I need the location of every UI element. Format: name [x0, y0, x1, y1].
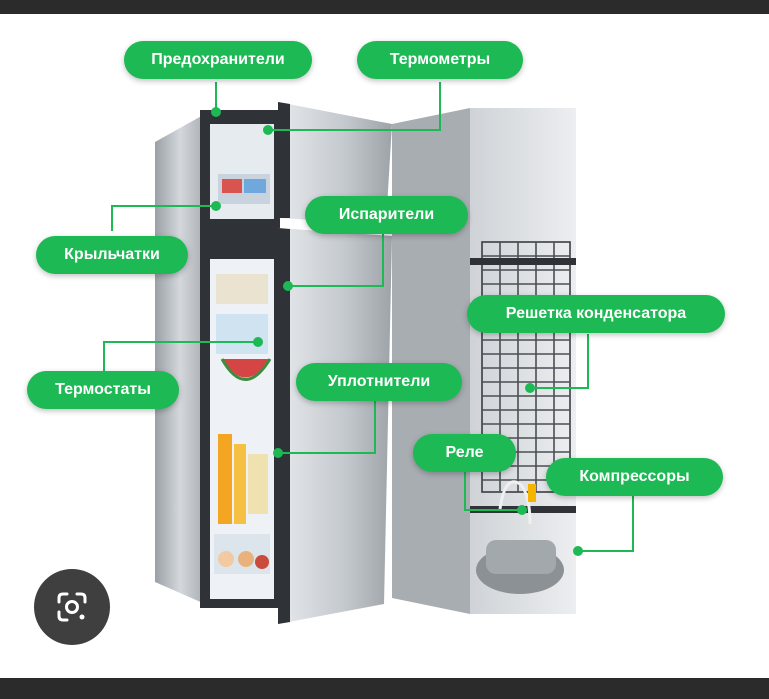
label-relay: Реле — [413, 434, 516, 472]
google-lens-button[interactable] — [34, 569, 110, 645]
label-thermostats: Термостаты — [27, 371, 179, 409]
label-fuses: Предохранители — [124, 41, 312, 79]
label-seals: Уплотнители — [296, 363, 462, 401]
top-bar — [0, 0, 769, 14]
diagram-canvas: Предохранители Термометры Крыльчатки Исп… — [0, 14, 769, 678]
juice-bottle — [218, 434, 232, 524]
upper-door — [278, 102, 392, 224]
connector-dots — [211, 107, 583, 556]
fridge-illustration — [103, 82, 634, 624]
label-evaporators: Испарители — [305, 196, 468, 234]
back-fridge-side — [392, 108, 470, 614]
front-fridge-side — [155, 114, 205, 604]
back-fridge-panel — [470, 108, 576, 614]
bottom-bar — [0, 678, 769, 699]
lower-door — [278, 228, 392, 624]
connector-lines — [103, 82, 634, 552]
google-lens-icon — [57, 592, 87, 622]
label-impellers: Крыльчатки — [36, 236, 188, 274]
label-condenser-grid: Решетка конденсатора — [467, 295, 725, 333]
label-compressors: Компрессоры — [546, 458, 723, 496]
label-thermometers: Термометры — [357, 41, 523, 79]
